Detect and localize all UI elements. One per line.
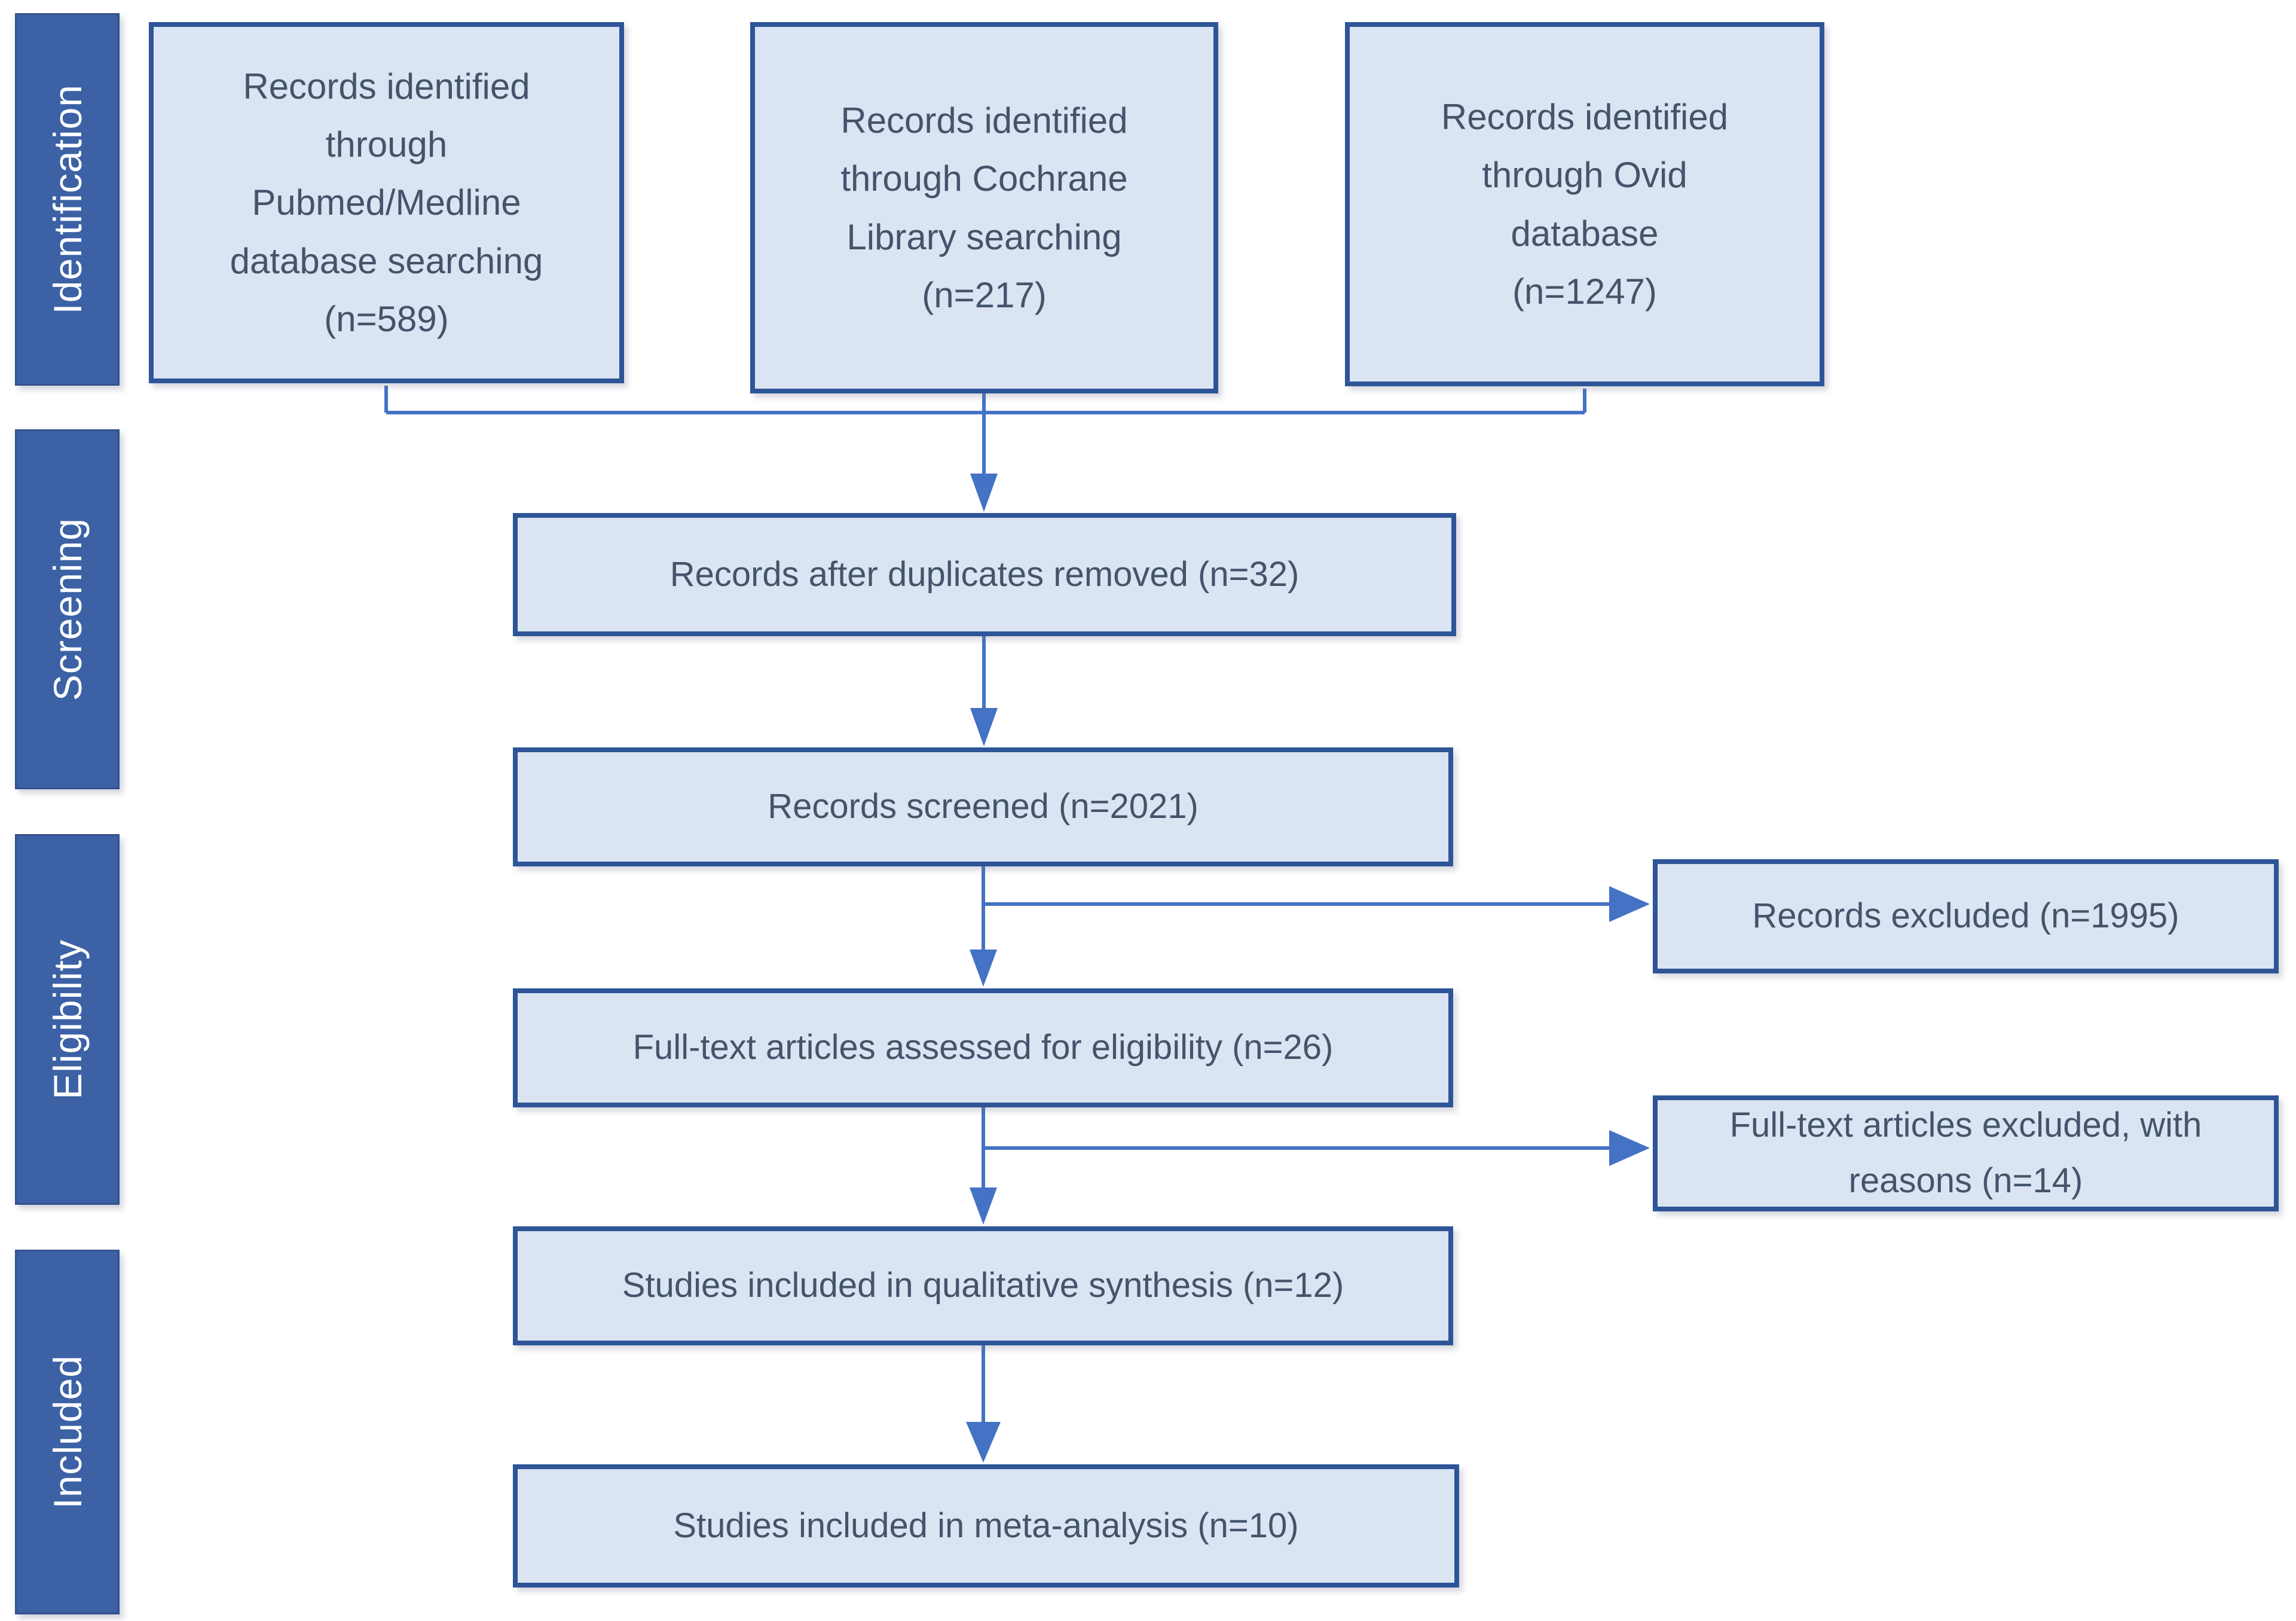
- duplicates-arrowhead-icon: [970, 708, 998, 746]
- box-fulltext-assessed: Full-text articles assessed for eligibil…: [513, 988, 1453, 1107]
- box-duplicates-removed: Records after duplicates removed (n=32): [513, 513, 1456, 636]
- fulltext-down-arrowhead-icon: [970, 1187, 997, 1225]
- merge-connector-line: [384, 386, 1586, 478]
- box-records-ovid: Records identified through Ovid database…: [1345, 22, 1824, 386]
- stage-included: Included: [15, 1250, 120, 1614]
- screened-down-arrowhead-icon: [970, 950, 997, 987]
- stage-eligibility: Eligibility: [15, 834, 120, 1205]
- box-records-screened: Records screened (n=2021): [513, 747, 1453, 866]
- ft-excluded-right-arrowhead-icon: [1609, 1130, 1650, 1166]
- box-records-excluded: Records excluded (n=1995): [1653, 859, 2279, 973]
- box-meta-analysis: Studies included in meta-analysis (n=10): [513, 1464, 1459, 1588]
- qualitative-down-arrowhead-icon: [966, 1422, 1001, 1463]
- box-fulltext-excluded: Full-text articles excluded, with reason…: [1653, 1095, 2279, 1211]
- stage-screening: Screening: [15, 429, 120, 789]
- stage-screening-label: Screening: [45, 517, 90, 701]
- stage-identification: Identification: [15, 13, 120, 386]
- stage-eligibility-label: Eligibility: [45, 939, 90, 1100]
- stage-identification-label: Identification: [45, 84, 90, 315]
- excluded-right-arrowhead-icon: [1609, 886, 1650, 922]
- box-records-pubmed: Records identified through Pubmed/Medlin…: [149, 22, 624, 383]
- box-records-cochrane: Records identified through Cochrane Libr…: [750, 22, 1218, 393]
- merge-arrowhead-icon: [970, 474, 998, 512]
- box-qualitative-synthesis: Studies included in qualitative synthesi…: [513, 1226, 1453, 1345]
- stage-included-label: Included: [45, 1355, 90, 1509]
